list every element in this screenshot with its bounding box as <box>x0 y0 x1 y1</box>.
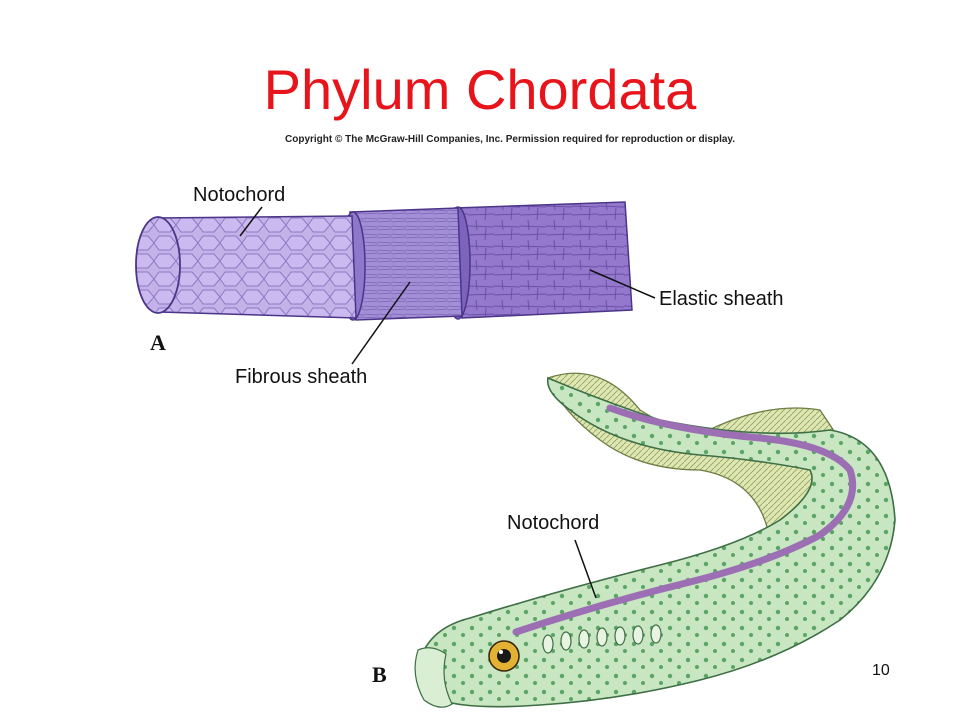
panel-letter-a: A <box>150 330 166 355</box>
panel-letter-b: B <box>372 662 387 687</box>
page-title: Phylum Chordata <box>263 58 697 121</box>
notochord-leader-line <box>239 206 263 237</box>
label-elastic-sheath: Elastic sheath <box>659 288 784 310</box>
label-notochord-a: Notochord <box>193 184 286 206</box>
fibrous-sheath-leader-line <box>351 281 411 365</box>
label-notochord-b: Notochord <box>507 512 600 534</box>
lamprey-notochord-leader-line <box>574 539 597 599</box>
label-fibrous-sheath: Fibrous sheath <box>235 366 368 388</box>
notochord-cross-section <box>135 201 633 321</box>
slide-number: 10 <box>872 662 890 679</box>
lamprey-illustration <box>414 372 896 708</box>
copyright-notice: Copyright © The McGraw-Hill Companies, I… <box>285 134 736 145</box>
elastic-sheath-leader-line <box>589 269 656 299</box>
